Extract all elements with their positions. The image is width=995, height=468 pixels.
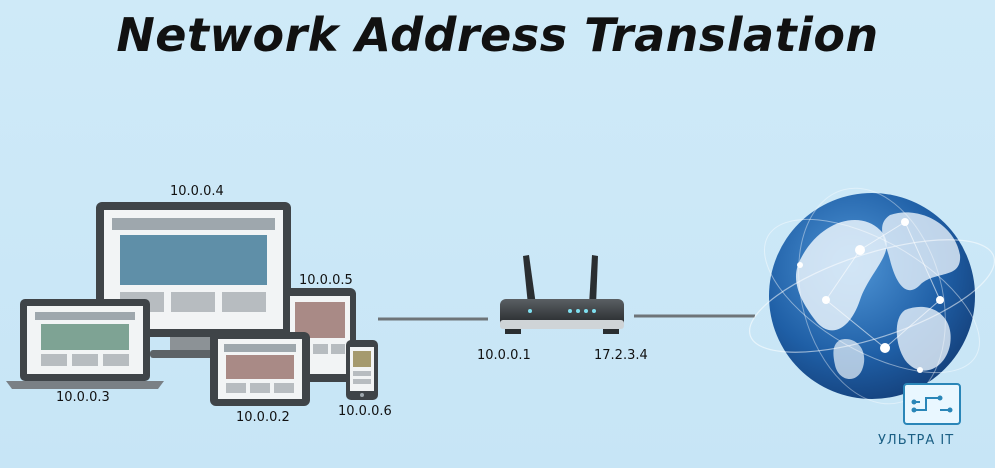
phone-icon	[346, 340, 378, 400]
watermark-text: УЛЬТРА IT	[878, 433, 955, 448]
laptop-icon	[6, 299, 164, 389]
tablet-large-ip-label: 10.0.0.2	[236, 410, 290, 425]
laptop-ip-label: 10.0.0.3	[56, 390, 110, 405]
router-wan-ip-label: 17.2.3.4	[594, 348, 648, 363]
router-lan-ip-label: 10.0.0.1	[477, 348, 531, 363]
globe-icon	[748, 187, 995, 405]
diagram-title: Network Address Translation	[116, 8, 879, 62]
monitor-ip-label: 10.0.0.4	[170, 184, 224, 199]
router-icon	[500, 255, 624, 334]
tablet-large-icon	[210, 332, 310, 406]
circuit-board-icon	[903, 383, 961, 425]
phone-ip-label: 10.0.0.6	[338, 404, 392, 419]
tablet-small-ip-label: 10.0.0.5	[299, 273, 353, 288]
